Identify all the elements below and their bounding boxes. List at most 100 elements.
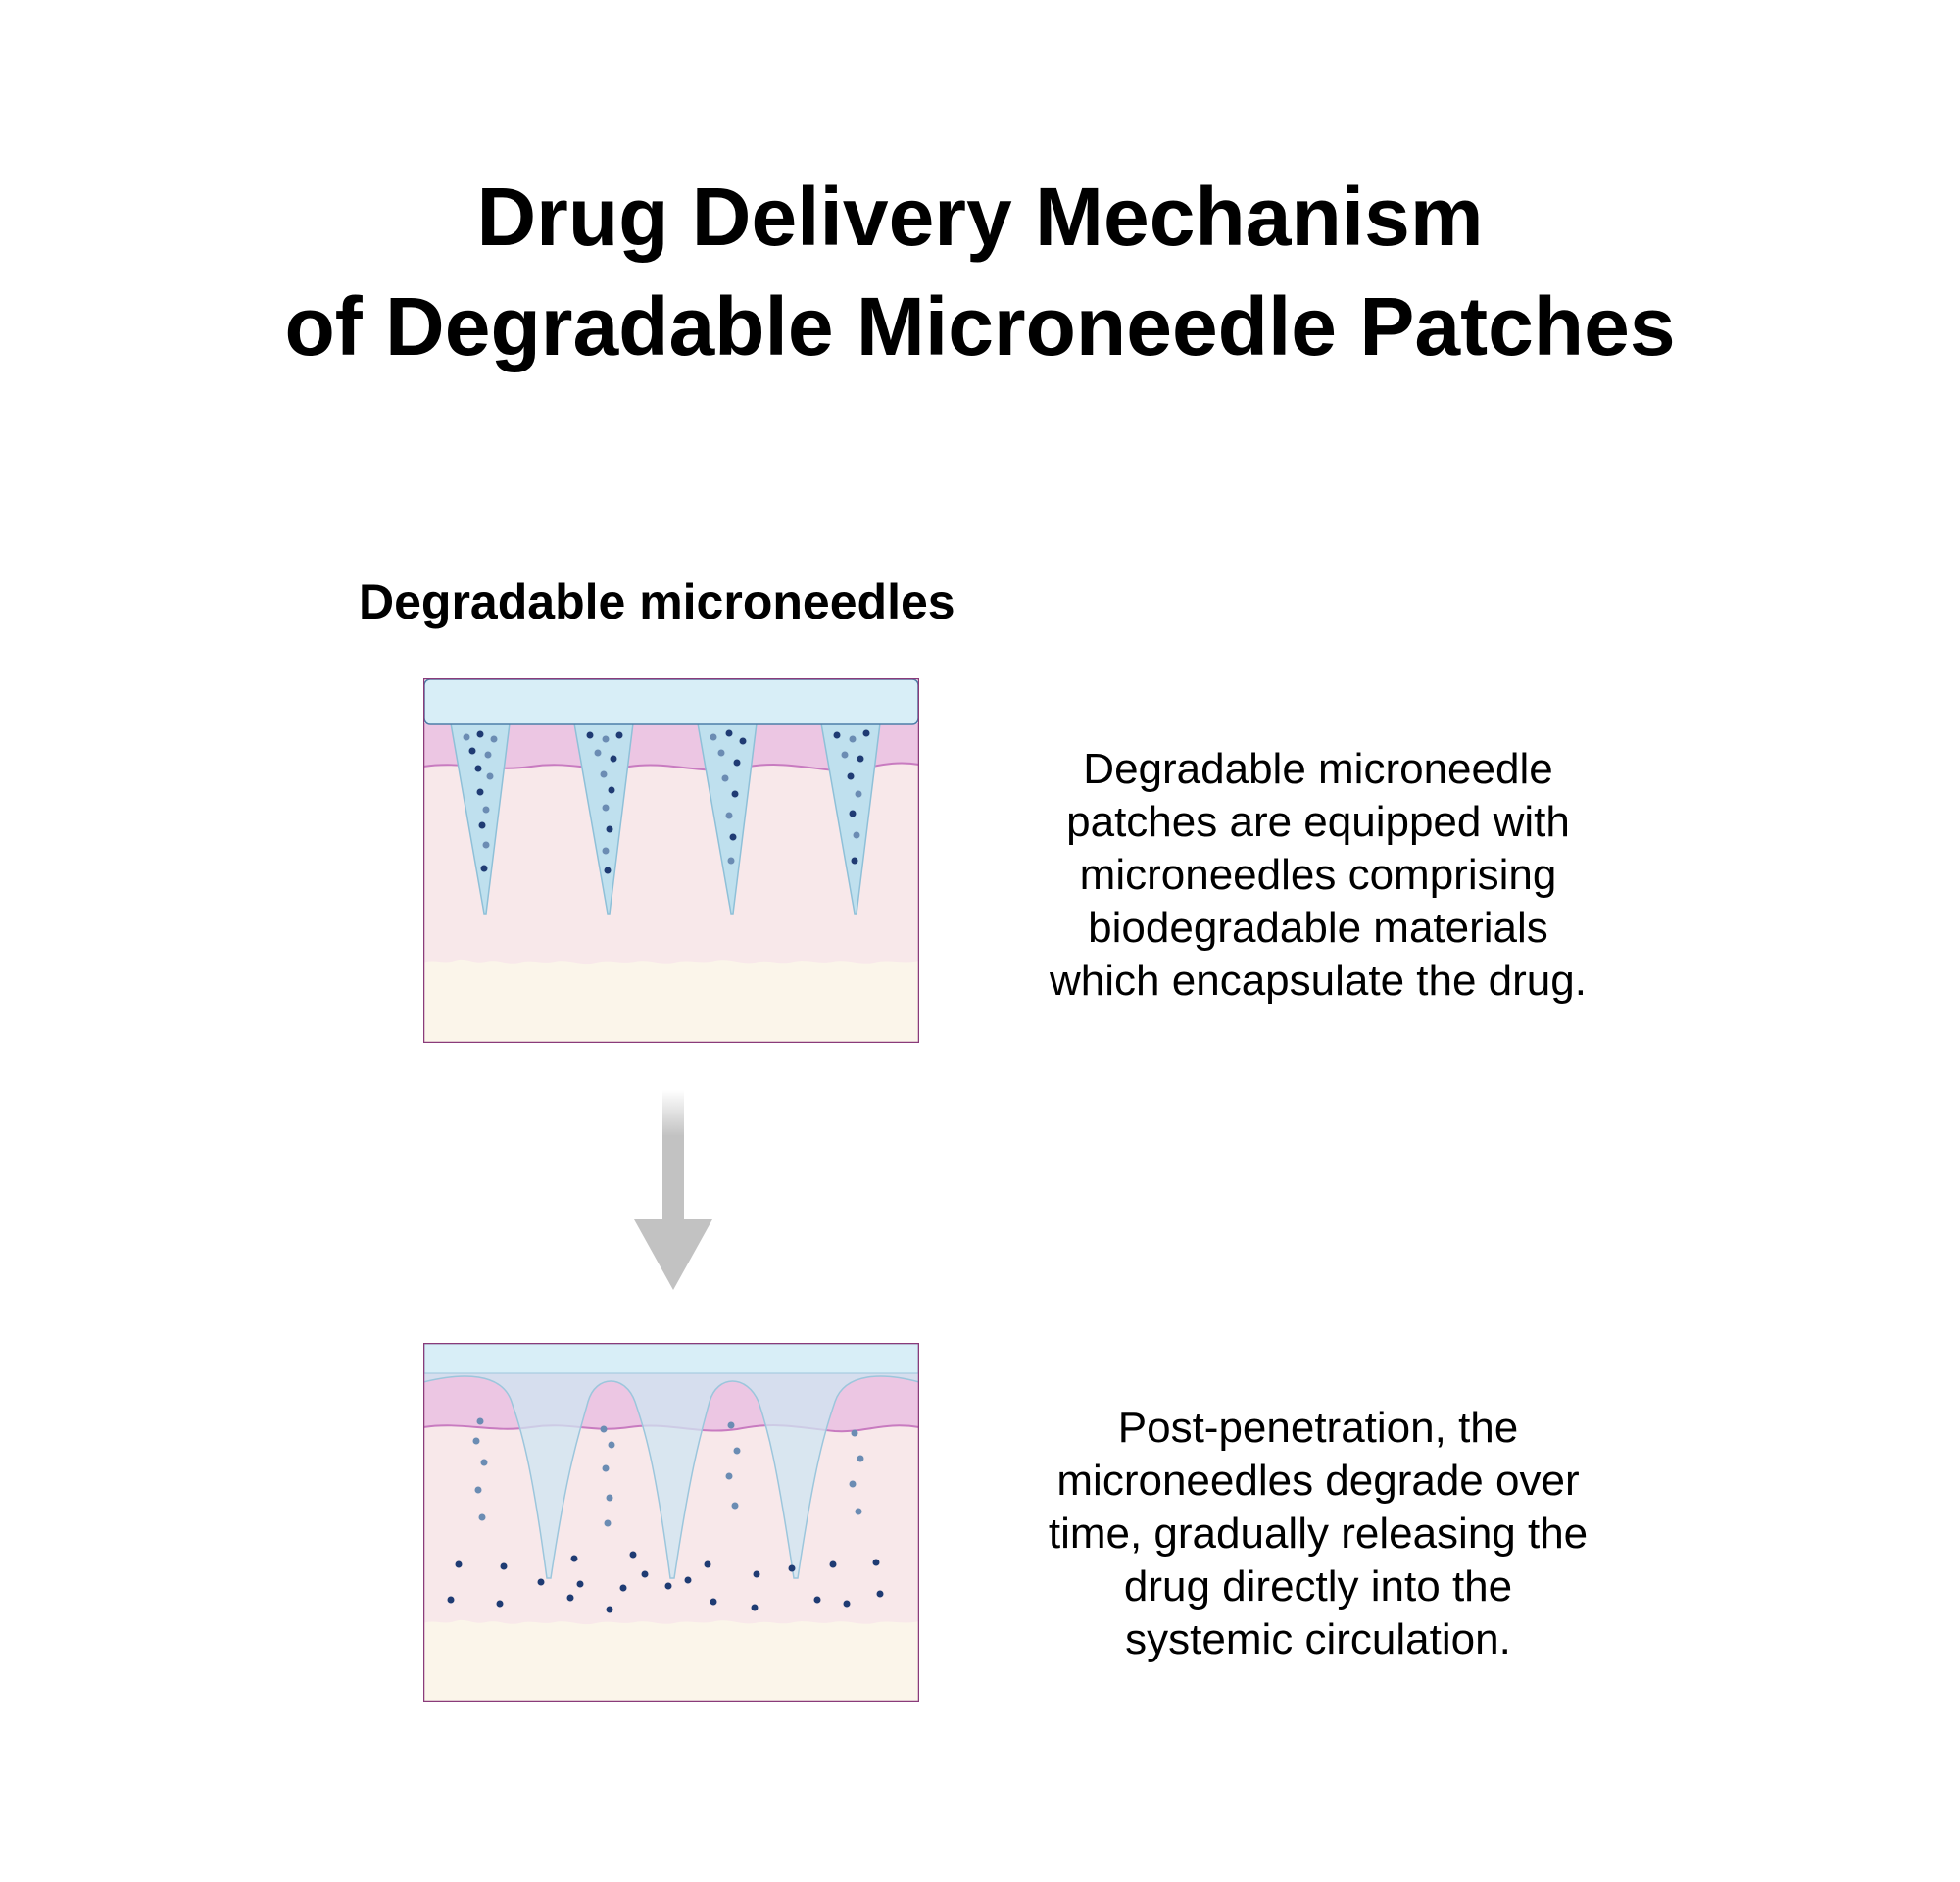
drug-particle [710, 1598, 717, 1606]
microneedle-array [450, 722, 881, 915]
drug-particle [478, 1513, 486, 1521]
drug-particle [474, 1486, 482, 1494]
drug-particle [833, 731, 841, 739]
drug-particle [608, 1441, 615, 1449]
drug-particle [476, 730, 484, 738]
drug-particle [629, 1551, 637, 1559]
drug-particle [862, 729, 870, 737]
drug-particle [829, 1560, 837, 1568]
drug-particle [602, 847, 610, 855]
drug-particle [606, 1606, 613, 1613]
drug-particle [484, 751, 492, 759]
drug-particle [739, 737, 747, 745]
drug-particle [476, 1417, 484, 1425]
drug-particle [463, 733, 470, 741]
panel-border [423, 1343, 919, 1702]
drug-particle [478, 821, 486, 829]
drug-particle [500, 1562, 508, 1570]
drug-particle [721, 774, 729, 782]
patch-backing [423, 678, 919, 725]
drug-particle [576, 1580, 584, 1588]
drug-particle [851, 857, 858, 865]
degraded-patch-backing [423, 1369, 919, 1579]
drug-particle [847, 772, 855, 780]
drug-particle [602, 735, 610, 743]
drug-particle [602, 804, 610, 812]
drug-particle [566, 1594, 574, 1602]
drug-particle [610, 755, 617, 763]
description-line: which encapsulate the drug. [1050, 957, 1587, 1005]
description-line: microneedles degrade over [1056, 1457, 1580, 1505]
skin-hypodermis [423, 1619, 919, 1702]
drug-particle [751, 1604, 759, 1611]
drug-particle [841, 751, 849, 759]
drug-particle [727, 1421, 735, 1429]
drug-particle [717, 749, 725, 757]
drug-particle [857, 755, 864, 763]
drug-particle [684, 1576, 692, 1584]
drug-particle [486, 772, 494, 780]
drug-particle [843, 1600, 851, 1608]
diagram-title: Drug Delivery Mechanism of Degradable Mi… [0, 162, 1960, 381]
drug-particle [849, 1480, 857, 1488]
drug-particle [480, 1459, 488, 1466]
description-line: Post-penetration, the [1117, 1404, 1519, 1452]
degraded-patch-illustration [423, 1343, 919, 1702]
drug-particle [606, 1494, 613, 1502]
drug-particle [480, 865, 488, 872]
encapsulated-drug-particles [463, 729, 870, 874]
drug-particle [729, 833, 737, 841]
drug-particle [600, 1425, 608, 1433]
drug-particle [725, 729, 733, 737]
released-drug-particles [447, 1551, 884, 1613]
drug-particle [604, 1519, 612, 1527]
drug-particle [482, 841, 490, 849]
step-1-description: Degradable microneedle patches are equip… [980, 743, 1656, 1008]
drug-particle [641, 1570, 649, 1578]
drug-particle [490, 735, 498, 743]
title-line-1: Drug Delivery Mechanism [476, 171, 1484, 263]
drug-particle [725, 1472, 733, 1480]
drug-particle [855, 1508, 862, 1515]
description-line: microneedles comprising [1079, 851, 1557, 899]
drug-particle [468, 747, 476, 755]
drug-particle [664, 1582, 672, 1590]
drug-particle [476, 788, 484, 796]
drug-particle [704, 1560, 711, 1568]
drug-particle [727, 857, 735, 865]
drug-particle [857, 1455, 864, 1462]
drug-particle [853, 831, 860, 839]
drug-particle [876, 1590, 884, 1598]
drug-particle [615, 731, 623, 739]
drug-particle [455, 1560, 463, 1568]
drug-particle [813, 1596, 821, 1604]
drug-particle [482, 806, 490, 814]
drug-particle [604, 867, 612, 874]
description-line: biodegradable materials [1088, 904, 1548, 952]
drug-particle [447, 1596, 455, 1604]
drug-particle [849, 810, 857, 817]
down-arrow-icon [634, 1090, 712, 1290]
drug-particle [855, 790, 862, 798]
description-line: drug directly into the [1123, 1562, 1513, 1610]
section-heading: Degradable microneedles [359, 574, 956, 629]
drug-particle [733, 1447, 741, 1455]
description-line: systemic circulation. [1125, 1615, 1511, 1663]
patch-backing [423, 1343, 919, 1374]
step-2-description: Post-penetration, the microneedles degra… [980, 1402, 1656, 1666]
skin-epidermis [423, 723, 919, 771]
description-line: Degradable microneedle [1083, 745, 1553, 793]
description-line: patches are equipped with [1066, 798, 1570, 846]
drug-particle [606, 825, 613, 833]
drug-particle [788, 1564, 796, 1572]
drug-particle [586, 731, 594, 739]
drug-particle [710, 733, 717, 741]
description-line: time, gradually releasing the [1048, 1510, 1589, 1558]
panel-border [423, 678, 919, 1043]
intact-patch-illustration [423, 678, 919, 1043]
drug-particle [472, 1437, 480, 1445]
skin-hypodermis [423, 959, 919, 1043]
drug-particle [725, 812, 733, 819]
drug-particle [753, 1570, 760, 1578]
drug-particle [594, 749, 602, 757]
